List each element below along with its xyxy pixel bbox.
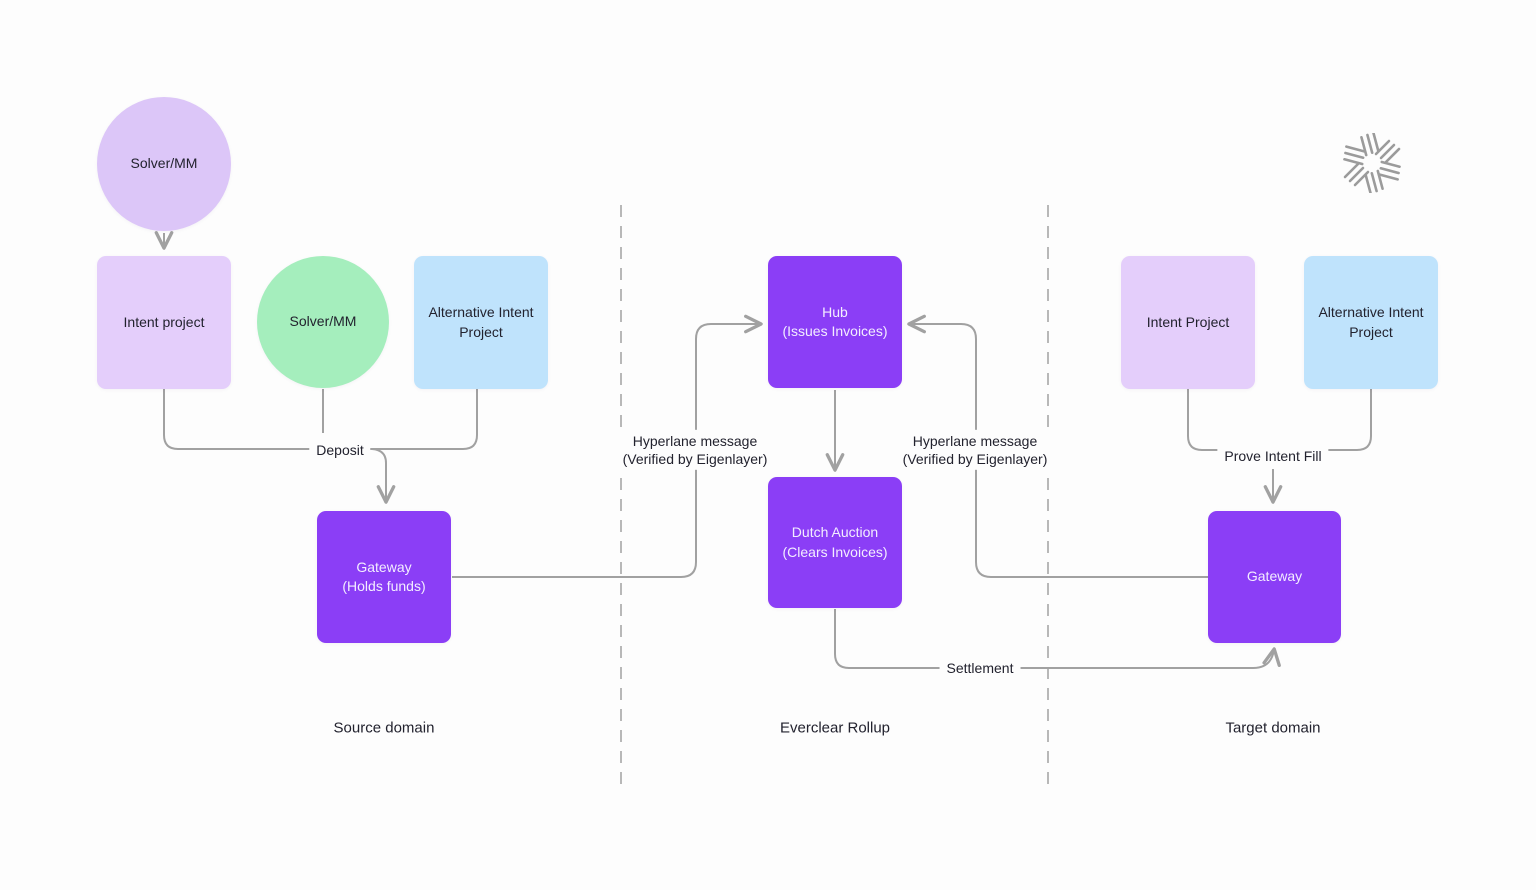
edge-deposit-drop-arrow (371, 448, 396, 504)
node-gateway-target: Gateway (1208, 511, 1341, 643)
edge-label-hyperlane-left: Hyperlane message (Verified by Eigenlaye… (615, 429, 775, 471)
everclear-logo-icon (1342, 133, 1402, 193)
edge-settlement (834, 609, 1281, 669)
node-dutch-auction: Dutch Auction (Clears Invoices) (768, 477, 902, 608)
node-hub: Hub (Issues Invoices) (768, 256, 902, 388)
edge-label-settlement: Settlement (939, 656, 1021, 680)
edge-prove-merge-left (1187, 389, 1224, 451)
edge-label-deposit: Deposit (309, 438, 371, 462)
everclear-logo-strokes (1342, 133, 1402, 193)
domain-label-source: Source domain (333, 719, 435, 737)
node-intent-project-target: Intent Project (1121, 256, 1255, 389)
edge-label-hyperlane-right: Hyperlane message (Verified by Eigenlaye… (895, 429, 1055, 471)
edge-prove-merge-right (1324, 389, 1372, 451)
node-alternative-intent-target: Alternative Intent Project (1304, 256, 1438, 389)
node-gateway-source: Gateway (Holds funds) (317, 511, 451, 643)
domain-label-target: Target domain (1225, 719, 1321, 737)
domain-label-rollup: Everclear Rollup (779, 719, 891, 737)
edge-label-prove-intent-fill: Prove Intent Fill (1217, 444, 1329, 468)
node-intent-project-source: Intent project (97, 256, 231, 389)
node-solver-mm-top: Solver/MM (97, 97, 231, 231)
node-alternative-intent-source: Alternative Intent Project (414, 256, 548, 389)
node-solver-mm-source: Solver/MM (257, 256, 389, 388)
